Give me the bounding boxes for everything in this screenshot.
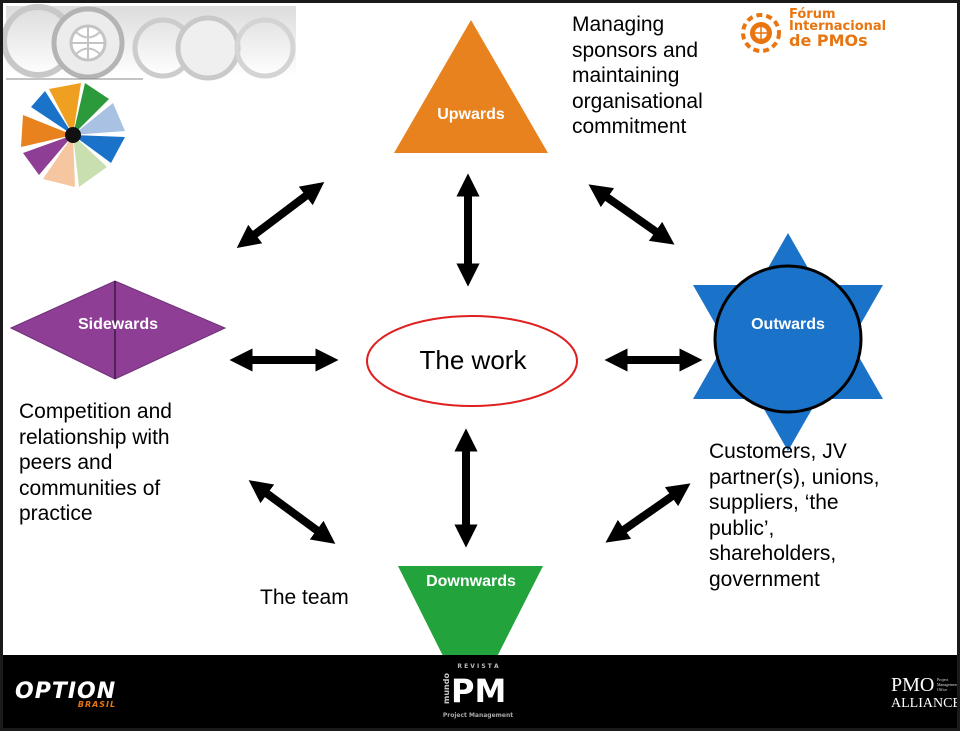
team-label: The team [260, 586, 349, 609]
mundo-pm-logo: R E V I S T A mundo PM Project Managemen… [441, 663, 514, 719]
arrow-down-right [605, 483, 691, 543]
downwards-triangle [398, 566, 543, 710]
forum-logo: Fórum Internacional de PMOs [789, 7, 887, 50]
outwards-description: Customers, JV partner(s), unions, suppli… [709, 440, 880, 591]
outwards-star [693, 233, 883, 451]
sidewards-diamond [9, 280, 227, 380]
outwards-label: Outwards [751, 316, 825, 333]
option-logo: OPTION BRASIL [15, 679, 117, 709]
footer-bar: OPTION BRASIL R E V I S T A mundo PM Pro… [3, 655, 960, 728]
header-decor [3, 4, 296, 81]
pmo-alliance-logo: PMO Project Management Office ALLIANCE [891, 674, 960, 711]
forum-emblem [741, 13, 781, 53]
arrows [229, 173, 703, 548]
arrow-up-left [236, 182, 325, 248]
upwards-description: Managing sponsors and maintaining organi… [572, 13, 703, 138]
diagram-canvas [3, 4, 889, 711]
upwards-label: Upwards [437, 106, 505, 123]
center-label: The work [419, 345, 527, 375]
pinwheel-logo [21, 83, 125, 187]
downwards-label: Downwards [426, 573, 516, 590]
sidewards-label: Sidewards [77, 316, 159, 333]
arrow-up-right [588, 184, 675, 245]
arrow-down-left [248, 480, 336, 544]
upwards-triangle [394, 20, 548, 153]
center-ellipse [366, 315, 578, 407]
sidewards-description: Competition and relationship with peers … [19, 400, 172, 525]
